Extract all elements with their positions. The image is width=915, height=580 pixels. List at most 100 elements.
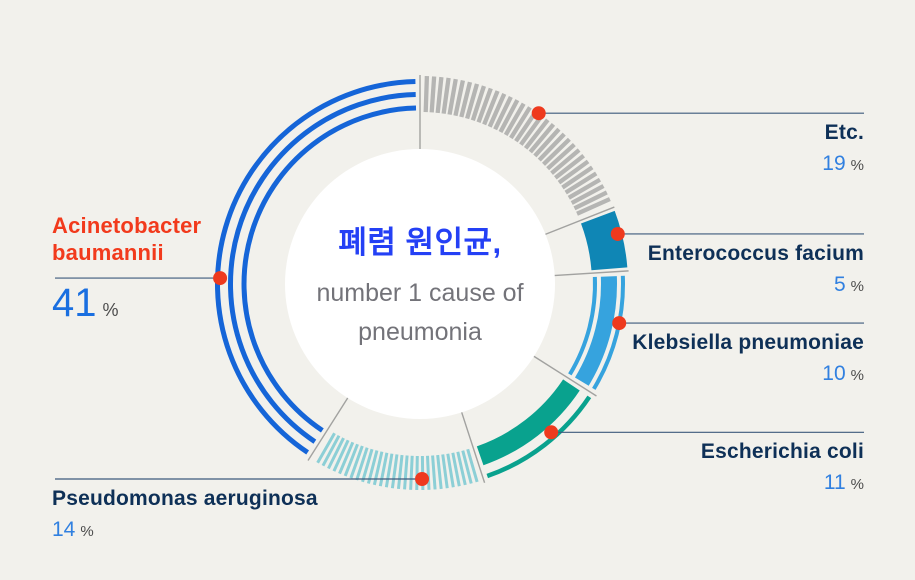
segment-name-acinetobacter: Acinetobacter baumannii xyxy=(52,213,202,265)
percent-sign: % xyxy=(850,157,864,174)
callout-dot-pseudomonas xyxy=(415,471,430,486)
arc-segment-tick-pseudomonas xyxy=(355,447,369,481)
segment-percent-enterococcus: 5 xyxy=(833,273,846,296)
segment-divider-line xyxy=(460,409,486,483)
segment-value-pseudomonas: 14% xyxy=(52,518,318,542)
arc-segment-tick-etc xyxy=(482,90,500,126)
arc-segment-tick-etc xyxy=(509,106,532,140)
segment-value-klebsiella: 10% xyxy=(632,362,864,386)
arc-segment-tick-etc xyxy=(564,171,598,195)
chart-title: 폐렴 원인균, xyxy=(338,224,502,260)
arc-segment-tick-etc xyxy=(542,137,571,166)
arc-segment-tick-pseudomonas xyxy=(378,452,389,487)
chart-subtitle-line1: number 1 cause of xyxy=(316,278,524,307)
arc-segment-klebsiella xyxy=(568,276,597,376)
arc-segment-tick-pseudomonas xyxy=(343,443,359,477)
arc-segment-tick-etc xyxy=(554,153,586,180)
arc-segment-tick-pseudomonas xyxy=(316,432,336,464)
segment-percent-etc: 19 xyxy=(822,152,846,175)
segment-divider-line xyxy=(542,206,615,237)
arc-segment-acinetobacter xyxy=(214,79,416,455)
arc-segment-enterococcus xyxy=(580,210,628,271)
segment-percent-acinetobacter: 41 xyxy=(52,281,97,325)
segment-name-klebsiella: Klebsiella pneumoniae xyxy=(632,331,864,354)
segment-percent-klebsiella: 10 xyxy=(822,362,846,385)
percent-sign: % xyxy=(850,476,864,493)
arc-segment-tick-pseudomonas xyxy=(332,439,350,472)
segment-divider-line xyxy=(307,395,350,461)
label-enterococcus: Enterococcus facium 5% xyxy=(648,241,864,297)
arc-segment-tick-etc xyxy=(573,190,608,211)
arc-segment-tick-pseudomonas xyxy=(361,448,374,483)
arc-segment-klebsiella xyxy=(574,276,617,386)
callout-dot-etc xyxy=(531,106,546,121)
arc-segment-escherichia xyxy=(476,379,580,466)
arc-segment-tick-etc xyxy=(557,159,590,185)
arc-segment-tick-pseudomonas xyxy=(441,454,449,489)
arc-segment-tick-etc xyxy=(528,123,556,154)
arc-segment-tick-pseudomonas xyxy=(327,437,345,470)
arc-segment-tick-etc xyxy=(470,85,486,121)
arc-segment-tick-pseudomonas xyxy=(436,454,443,490)
arc-segment-tick-etc xyxy=(523,118,550,150)
arc-segment-tick-etc xyxy=(567,177,602,200)
arc-segment-klebsiella xyxy=(592,275,625,390)
arc-segment-acinetobacter xyxy=(228,92,416,444)
chart-subtitle-line2: pneumonia xyxy=(358,317,482,346)
segment-name-etc: Etc. xyxy=(824,121,864,144)
arc-segment-tick-etc xyxy=(533,127,561,158)
segment-name-escherichia: Escherichia coli xyxy=(700,440,864,463)
label-acinetobacter: Acinetobacter baumannii 41% xyxy=(52,212,237,326)
arc-segment-tick-etc xyxy=(550,148,581,175)
arc-segment-tick-etc xyxy=(498,99,520,133)
arc-segment-tick-etc xyxy=(459,81,473,118)
segment-name-enterococcus: Enterococcus facium xyxy=(647,242,864,265)
arc-segment-tick-etc xyxy=(537,132,566,162)
callout-dot-acinetobacter xyxy=(213,271,228,286)
segment-divider-line xyxy=(551,270,629,277)
arc-segment-tick-etc xyxy=(447,78,458,115)
label-etc: Etc. 19% xyxy=(822,120,864,176)
arc-segment-tick-pseudomonas xyxy=(426,455,431,490)
segment-value-enterococcus: 5% xyxy=(648,273,864,297)
arc-segment-tick-etc xyxy=(423,76,430,113)
arc-segment-tick-pseudomonas xyxy=(338,441,355,475)
arc-segment-tick-pseudomonas xyxy=(431,455,437,490)
arc-segment-tick-etc xyxy=(435,76,444,114)
segment-percent-pseudomonas: 14 xyxy=(52,518,76,541)
callout-dot-klebsiella xyxy=(612,316,627,331)
arc-segment-tick-pseudomonas xyxy=(451,452,461,487)
arc-segment-tick-pseudomonas xyxy=(366,450,379,484)
arc-segment-tick-pseudomonas xyxy=(415,455,419,490)
label-escherichia: Escherichia coli 11% xyxy=(701,439,864,495)
arc-segment-tick-etc xyxy=(546,142,576,171)
callout-dot-enterococcus xyxy=(610,226,625,241)
arc-segment-tick-etc xyxy=(441,77,451,114)
percent-sign: % xyxy=(850,367,864,384)
arc-segment-tick-etc xyxy=(519,114,544,146)
label-klebsiella: Klebsiella pneumoniae 10% xyxy=(632,330,864,386)
segment-value-acinetobacter: 41% xyxy=(52,281,237,326)
arc-segment-acinetobacter xyxy=(241,105,417,433)
arc-segment-tick-pseudomonas xyxy=(384,453,394,488)
arc-segment-tick-pseudomonas xyxy=(349,445,364,479)
segment-name-pseudomonas: Pseudomonas aeruginosa xyxy=(52,487,318,510)
arc-segment-tick-pseudomonas xyxy=(446,453,455,488)
arc-segment-tick-pseudomonas xyxy=(396,454,404,490)
donut-center-disc: 폐렴 원인균, number 1 cause of pneumonia xyxy=(285,149,555,419)
arc-segment-tick-etc xyxy=(453,80,465,117)
arc-segment-tick-etc xyxy=(429,76,437,113)
arc-segment-tick-etc xyxy=(493,95,513,131)
arc-segment-tick-pseudomonas xyxy=(409,455,414,490)
arc-segment-tick-etc xyxy=(487,92,507,128)
segment-divider-line xyxy=(531,354,597,397)
segment-percent-escherichia: 11 xyxy=(823,471,846,494)
segment-value-escherichia: 11% xyxy=(701,471,864,495)
arc-segment-escherichia xyxy=(486,395,592,479)
arc-segment-tick-pseudomonas xyxy=(321,435,341,467)
arc-segment-tick-etc xyxy=(576,197,611,216)
percent-sign: % xyxy=(850,278,864,295)
arc-segment-tick-pseudomonas xyxy=(403,455,409,490)
segment-value-etc: 19% xyxy=(822,152,864,176)
